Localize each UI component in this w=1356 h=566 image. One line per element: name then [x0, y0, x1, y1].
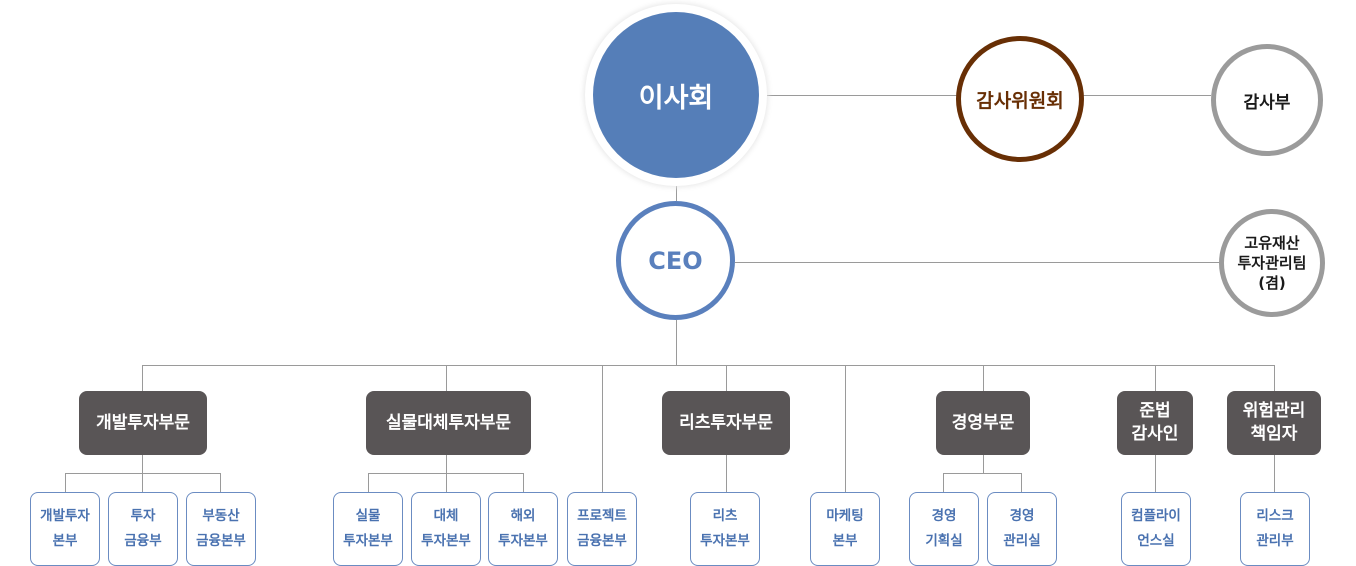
audit-committee-label: 감사위원회	[976, 89, 1064, 112]
department-box: 해외 투자본부	[488, 492, 558, 566]
department-box-direct: 마케팅 본부	[810, 492, 880, 566]
dept-label: 관리부	[1256, 533, 1294, 549]
dept-label: 본부	[832, 533, 858, 549]
ceo-label: CEO	[648, 246, 703, 275]
department-box: 경영 기획실	[909, 492, 979, 566]
dept-label: 부동산	[202, 508, 240, 525]
division-risk-officer: 위험관리 책임자	[1227, 391, 1321, 455]
audit-committee-node: 감사위원회	[956, 36, 1084, 162]
department-box: 리스크 관리부	[1240, 492, 1310, 566]
division-label: 개발투자부문	[96, 412, 190, 433]
division-management: 경영부문	[936, 391, 1030, 455]
ceo-node: CEO	[616, 201, 735, 320]
division-label: 위험관리	[1242, 401, 1306, 422]
division-label: 준법	[1139, 401, 1171, 422]
dept-label: 경영	[1009, 508, 1035, 525]
audit-department-node: 감사부	[1211, 44, 1323, 156]
dept-label: 해외	[510, 508, 536, 525]
dept-label: 실물	[355, 508, 381, 525]
department-box: 투자 금융부	[108, 492, 178, 566]
dept-label: 관리실	[1003, 533, 1041, 549]
division-real-asset-investment: 실물대체투자부문	[366, 391, 531, 455]
division-reits-investment: 리츠투자부문	[662, 391, 790, 455]
dept-label: 경영	[931, 508, 957, 525]
dept-label: 금융본부	[577, 533, 627, 549]
department-box: 대체 투자본부	[411, 492, 481, 566]
dept-label: 언스실	[1137, 533, 1175, 549]
dept-label: 리츠	[712, 508, 738, 525]
department-box: 부동산 금융본부	[186, 492, 256, 566]
dept-label: 투자	[130, 508, 156, 525]
department-box: 컴플라이 언스실	[1121, 492, 1191, 566]
dept-label: 기획실	[925, 533, 963, 549]
division-label: 경영부문	[951, 412, 1015, 433]
team-label-line: 투자관리팀	[1237, 253, 1307, 272]
dept-label: 개발투자	[40, 508, 90, 525]
team-label-line: 고유재산	[1244, 233, 1300, 252]
division-compliance-officer: 준법 감사인	[1117, 391, 1193, 455]
board-of-directors-node: 이사회	[593, 12, 759, 178]
board-label: 이사회	[638, 82, 714, 114]
team-label-line: (겸)	[1258, 274, 1286, 293]
division-label: 리츠투자부문	[679, 412, 773, 433]
dept-label: 투자본부	[700, 533, 750, 549]
department-box: 실물 투자본부	[333, 492, 403, 566]
dept-label: 본부	[52, 533, 78, 549]
audit-department-label: 감사부	[1243, 92, 1291, 113]
division-development-investment: 개발투자부문	[79, 391, 207, 455]
dept-label: 투자본부	[498, 533, 548, 549]
department-box: 개발투자 본부	[30, 492, 100, 566]
division-label: 책임자	[1250, 424, 1298, 444]
department-box-direct: 프로젝트 금융본부	[567, 492, 637, 566]
department-box: 리츠 투자본부	[690, 492, 760, 566]
dept-label: 금융부	[124, 533, 162, 549]
dept-label: 대체	[433, 508, 459, 525]
dept-label: 금융본부	[196, 533, 246, 549]
proprietary-investment-team-node: 고유재산 투자관리팀 (겸)	[1219, 209, 1325, 317]
dept-label: 마케팅	[826, 508, 864, 525]
division-label: 실물대체투자부문	[385, 412, 512, 433]
dept-label: 리스크	[1256, 508, 1294, 525]
division-label: 감사인	[1131, 424, 1179, 444]
dept-label: 컴플라이	[1131, 508, 1181, 525]
dept-label: 투자본부	[343, 533, 393, 549]
dept-label: 투자본부	[421, 533, 471, 549]
dept-label: 프로젝트	[577, 508, 627, 525]
department-box: 경영 관리실	[987, 492, 1057, 566]
